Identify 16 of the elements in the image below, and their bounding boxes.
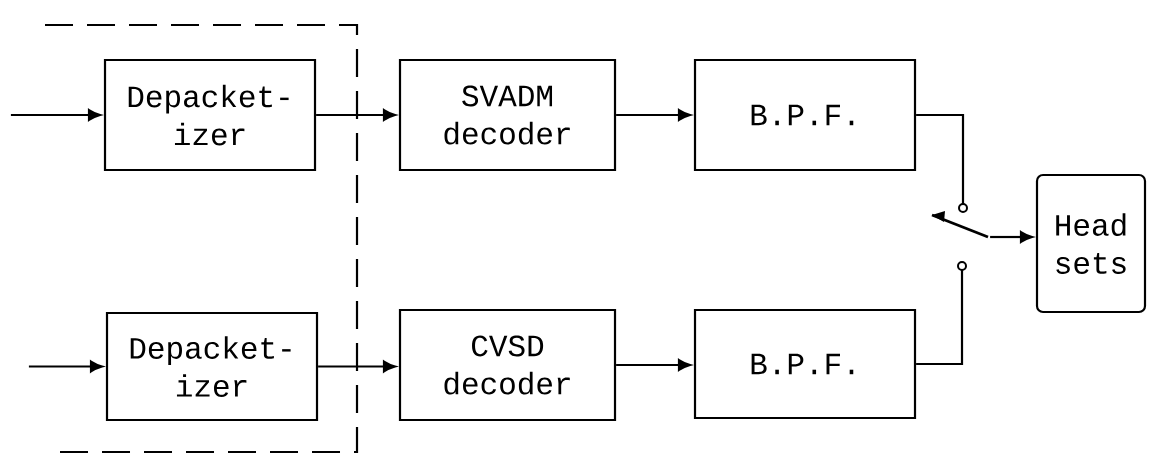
headset-box: Head sets [1035, 173, 1147, 314]
arrow [28, 360, 104, 373]
arrow [990, 231, 1034, 244]
process-box: Depacket- izer [103, 58, 317, 172]
arrow [616, 359, 692, 372]
arrow [318, 360, 397, 373]
process-box: CVSD decoder [398, 308, 617, 422]
process-box: SVADM decoder [398, 58, 617, 172]
arrow [316, 109, 397, 122]
arrow [616, 109, 692, 122]
process-box: B.P.F. [693, 58, 917, 172]
process-box: Depacket- izer [105, 311, 319, 422]
arrow [10, 109, 102, 122]
dashed-region [45, 23, 359, 454]
process-box: B.P.F. [693, 308, 917, 420]
switch-symbol [931, 203, 989, 271]
